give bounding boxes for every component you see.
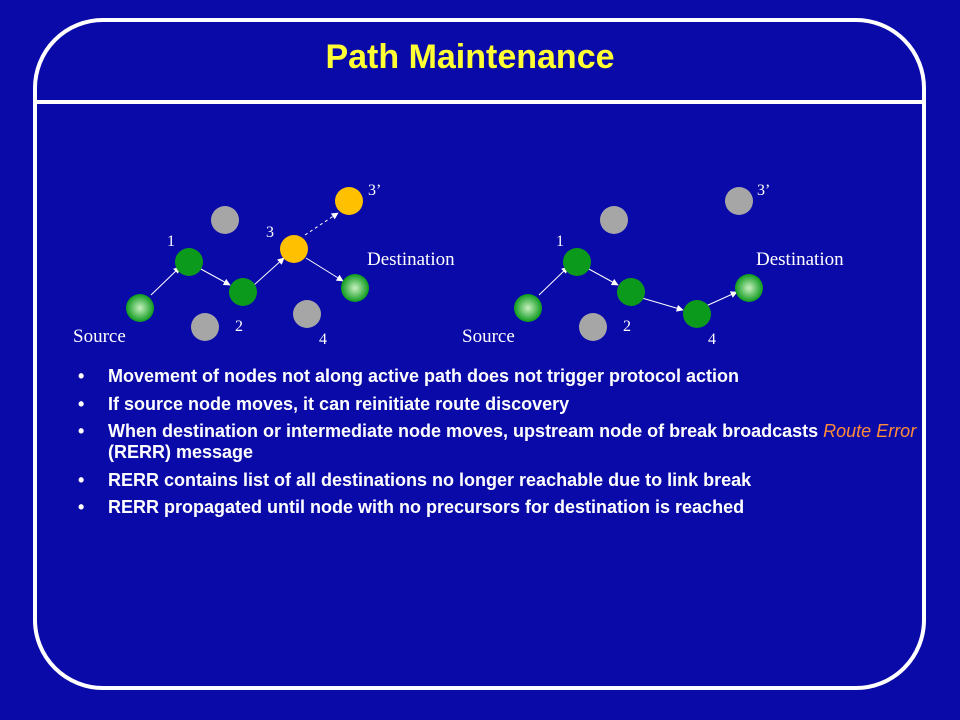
bullet-text: Movement of nodes not along active path … [108, 366, 740, 386]
bullet-text: If source node moves, it can reinitiate … [108, 393, 570, 414]
bullet-item: • When destination or intermediate node … [78, 421, 938, 463]
diagram-right: 1 2 3’ 4 Source Destination [462, 182, 844, 348]
bullet-text-pre: When destination or intermediate node mo… [108, 421, 824, 441]
node-1 [175, 248, 203, 276]
edge-2-4 [641, 297, 684, 312]
label-source: Source [73, 326, 126, 347]
label-1: 1 [556, 233, 564, 250]
title-divider [35, 100, 925, 104]
slide-frame [33, 18, 926, 690]
edge-3-3prime-dashed [304, 212, 339, 236]
route-error-highlight: Route Error [823, 421, 917, 441]
label-2: 2 [623, 318, 631, 335]
node-source [126, 294, 154, 322]
label-3prime: 3’ [757, 182, 770, 199]
node-idle-top [211, 206, 239, 234]
label-source: Source [462, 326, 515, 347]
bullet-item: • RERR contains list of all destinations… [78, 470, 938, 491]
bullet-item: • Movement of nodes not along active pat… [78, 366, 938, 387]
node-4 [683, 300, 711, 328]
node-2 [229, 278, 257, 306]
node-idle-top [600, 206, 628, 234]
node-3 [280, 235, 308, 263]
edge-source-1 [538, 266, 569, 296]
edge-1-2 [586, 267, 619, 286]
bullet-list: • Movement of nodes not along active pat… [78, 366, 938, 525]
bullet-item: • If source node moves, it can reinitiat… [78, 394, 938, 415]
node-1 [563, 248, 591, 276]
bullet-marker: • [78, 497, 85, 517]
bullet-marker: • [78, 469, 85, 490]
bullet-text: RERR contains list of all destinations n… [108, 469, 752, 490]
bullet-text-post: (RERR) message [108, 442, 254, 462]
label-3prime: 3’ [368, 182, 381, 199]
edge-4-destination [705, 291, 738, 307]
edge-3-destination [305, 257, 344, 282]
diagram-left: 1 2 3 3’ 4 Source Destination [73, 182, 455, 348]
slide-title: Path Maintenance [325, 38, 615, 76]
edge-2-3 [253, 257, 285, 286]
edge-1-2 [198, 267, 231, 286]
node-3prime [725, 187, 753, 215]
node-3prime [335, 187, 363, 215]
node-idle-bottom [579, 313, 607, 341]
node-2 [617, 278, 645, 306]
node-destination [735, 274, 763, 302]
label-4: 4 [708, 331, 716, 348]
bullet-text: RERR propagated until node with no precu… [108, 497, 745, 517]
node-destination [341, 274, 369, 302]
bullet-item: • RERR propagated until node with no pre… [78, 497, 938, 518]
node-4 [293, 300, 321, 328]
label-destination: Destination [367, 249, 455, 270]
node-source [514, 294, 542, 322]
label-2: 2 [235, 318, 243, 335]
label-3: 3 [266, 224, 274, 241]
bullet-marker: • [78, 366, 85, 386]
label-4: 4 [319, 331, 327, 348]
node-idle-bottom [191, 313, 219, 341]
bullet-marker: • [78, 393, 85, 414]
bullet-marker: • [78, 421, 85, 441]
label-destination: Destination [756, 249, 844, 270]
label-1: 1 [167, 233, 175, 250]
edge-source-1 [150, 266, 181, 296]
